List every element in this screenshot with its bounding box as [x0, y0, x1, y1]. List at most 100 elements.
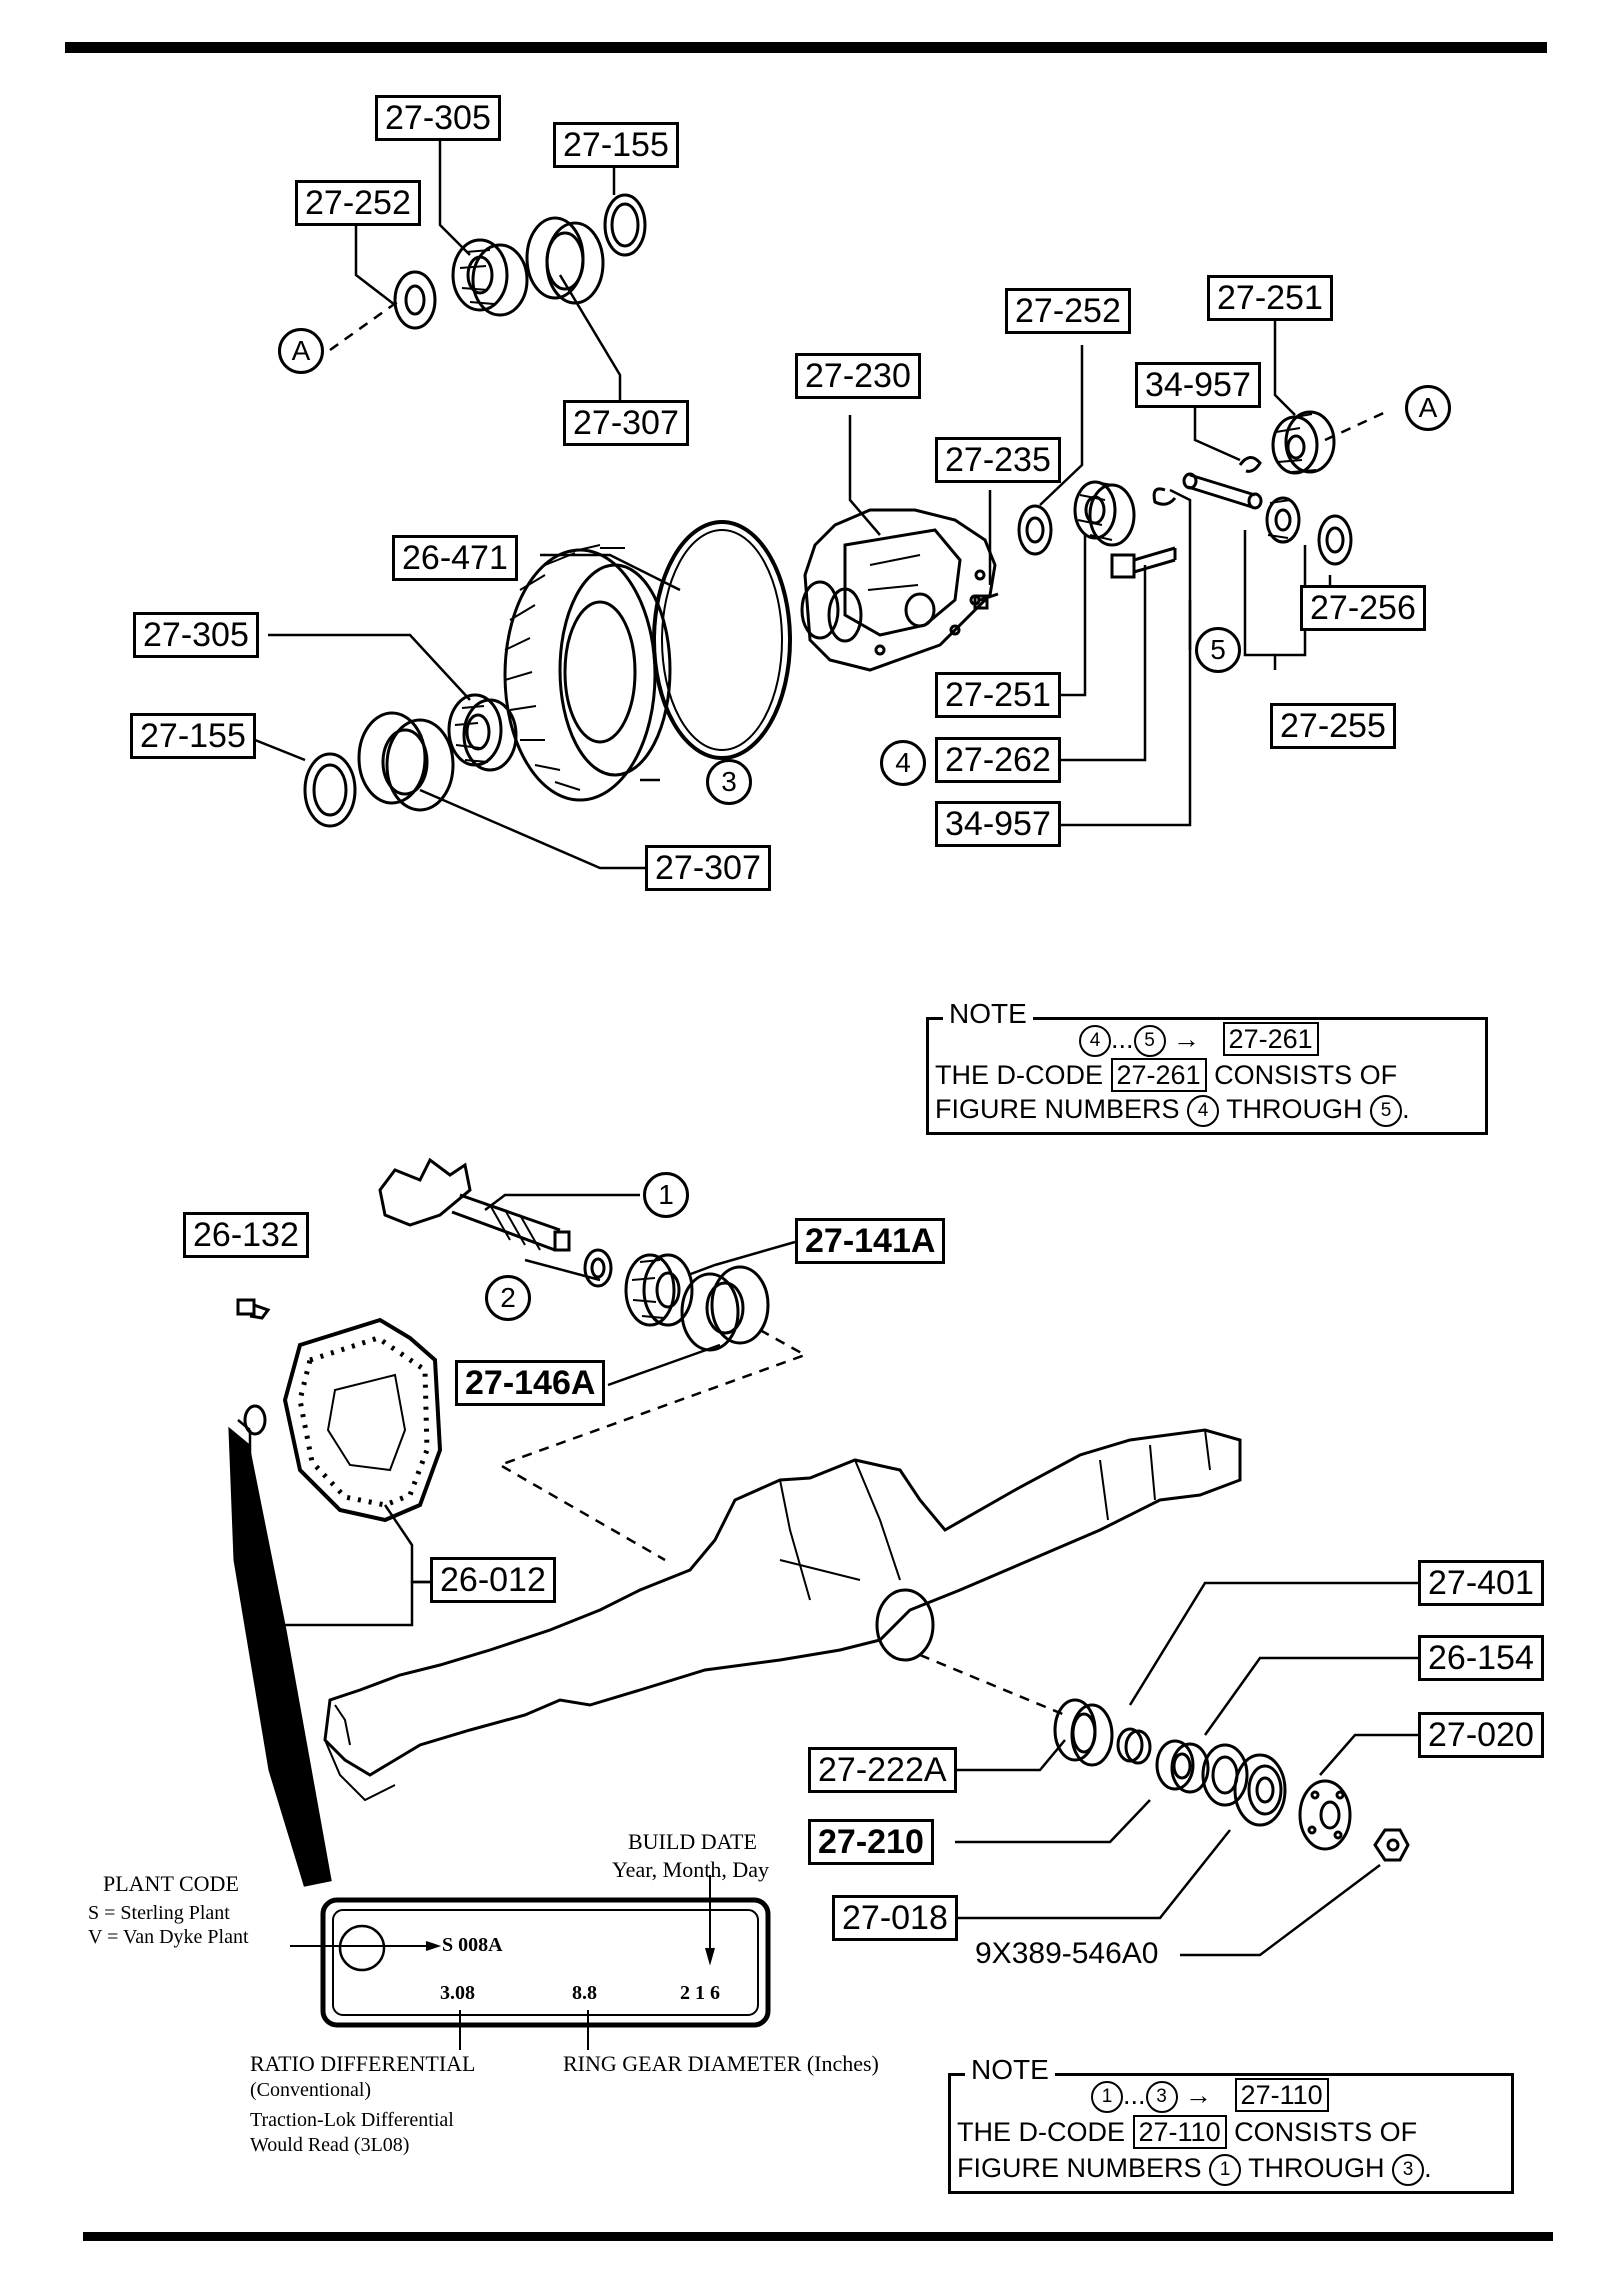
part-label-27-222a: 27-222A — [808, 1747, 957, 1793]
part-label-27-307-top: 27-307 — [563, 400, 689, 446]
upper-leader-lines — [254, 135, 1332, 870]
bearing-cup-27-307-bottom-drawing — [357, 711, 455, 812]
clip-34-957-bottom-drawing — [1152, 487, 1177, 506]
axle-id-tag-drawing — [320, 1897, 771, 2028]
bearing-cone-27-252-left-drawing — [393, 270, 437, 330]
bearing-27-141a-drawing — [624, 1253, 694, 1327]
part-label-27-210: 27-210 — [808, 1819, 934, 1865]
part-label-26-012: 26-012 — [430, 1557, 556, 1603]
plant-code-sterling: S = Sterling Plant — [88, 1902, 230, 1924]
plant-code-title: PLANT CODE — [103, 1871, 239, 1896]
thrust-washer-27-256-drawing — [1317, 514, 1353, 566]
reference-callout-a-right: A — [1405, 385, 1451, 431]
part-label-27-252-right: 27-252 — [1005, 288, 1131, 334]
note-figure-b: 5 — [1370, 1094, 1403, 1127]
note-figure-a: 4 — [1187, 1094, 1220, 1127]
note-legend: NOTE — [965, 2054, 1055, 2086]
bearing-27-305-top-drawing — [451, 238, 529, 317]
note-row-range: 1...3 → 27-110 — [1091, 2078, 1329, 2113]
note-period: . — [1424, 2153, 1432, 2183]
part-label-27-235: 27-235 — [935, 437, 1061, 483]
dashed-leader-a-left — [329, 298, 401, 352]
part-label-27-255: 27-255 — [1270, 703, 1396, 749]
bearing-27-210-drawing — [1155, 1739, 1210, 1794]
part-label-27-141a: 27-141A — [795, 1218, 946, 1264]
figure-callout-5: 5 — [1195, 627, 1241, 673]
shim-27-155-top-drawing — [603, 193, 647, 257]
bearing-cup-27-307-top-drawing — [525, 216, 605, 305]
part-label-27-401: 27-401 — [1418, 1560, 1544, 1606]
reference-callout-a-left: A — [278, 328, 324, 374]
part-label-27-018: 27-018 — [832, 1895, 958, 1941]
part-label-26-132: 26-132 — [183, 1212, 309, 1258]
fill-plug-drawing — [243, 1404, 267, 1436]
ring-gear-diameter-caption: RING GEAR DIAMETER (Inches) — [563, 2051, 879, 2076]
figure-callout-2: 2 — [485, 1275, 531, 1321]
side-gear-27-251-mid-drawing — [1073, 480, 1136, 547]
note-figure-end: 5 — [1133, 1024, 1166, 1057]
part-label-27-305-top: 27-305 — [375, 95, 501, 141]
bolt-27-235-drawing — [973, 592, 999, 610]
tag-pointer-lines — [290, 1875, 715, 2050]
flange-27-020-drawing — [1298, 1779, 1352, 1851]
differential-cover-26-012-drawing — [282, 1317, 443, 1523]
note-code: 27-110 — [1234, 2078, 1329, 2112]
traction-lok-line-2: Would Read (3L08) — [250, 2134, 410, 2156]
figure-callout-3: 3 — [706, 759, 752, 805]
build-date-format: Year, Month, Day — [612, 1857, 769, 1882]
note-figures-pre: FIGURE NUMBERS — [957, 2153, 1202, 2183]
build-date-title: BUILD DATE — [628, 1829, 757, 1854]
note-text-pre: THE D-CODE — [935, 1060, 1103, 1090]
note-row-range: 4...5 → 27-261 — [1079, 1022, 1319, 1057]
seal-27-018-drawing — [1233, 1753, 1287, 1827]
tag-strap-drawing — [228, 1426, 332, 1887]
part-label-9x389-546a0: 9X389-546A0 — [975, 1937, 1159, 1970]
part-label-27-256: 27-256 — [1300, 585, 1426, 631]
note-figures-pre: FIGURE NUMBERS — [935, 1094, 1180, 1124]
note-through: THROUGH — [1226, 1094, 1363, 1124]
part-label-27-155-mid: 27-155 — [130, 713, 256, 759]
part-label-27-020: 27-020 — [1418, 1712, 1544, 1758]
bearing-cup-27-146a-drawing — [680, 1265, 770, 1352]
thrust-washer-27-252-right-drawing — [1017, 504, 1053, 556]
washer-27-401-drawing — [1116, 1727, 1152, 1765]
plant-code-van-dyke: V = Van Dyke Plant — [88, 1926, 249, 1948]
pinion-shaft-drawing — [1182, 472, 1263, 510]
note-row-description: THE D-CODE 27-261 CONSISTS OF — [935, 1058, 1398, 1092]
note-code: 27-261 — [1222, 1022, 1319, 1056]
bearing-27-305-mid-drawing — [447, 693, 518, 772]
tag-date-value: 2 1 6 — [680, 1982, 720, 2004]
note-figure-end: 3 — [1145, 2080, 1178, 2113]
deflector-26-154-drawing — [1201, 1743, 1249, 1807]
note-text-post: CONSISTS OF — [1234, 2117, 1418, 2147]
part-label-27-262: 27-262 — [935, 737, 1061, 783]
part-label-27-251-right: 27-251 — [1207, 275, 1333, 321]
top-rule — [65, 42, 1547, 53]
bottom-rule — [83, 2232, 1553, 2241]
note-code-inline: 27-110 — [1132, 2115, 1227, 2149]
bolt-26-132-drawing — [236, 1298, 271, 1320]
ratio-differential-sub: (Conventional) — [250, 2079, 372, 2101]
differential-case-27-230-drawing — [800, 508, 997, 672]
note-arrow: → — [1173, 1024, 1201, 1054]
clip-34-957-top-drawing — [1238, 456, 1262, 473]
bearing-cup-27-222a-drawing — [1053, 1698, 1114, 1767]
shim-26-471-drawing — [652, 520, 792, 760]
figure-callout-1: 1 — [643, 1172, 689, 1218]
note-row-figures: FIGURE NUMBERS 1 THROUGH 3. — [957, 2153, 1432, 2186]
dashed-leaders-lower — [497, 1328, 1066, 1717]
note-dots: ... — [1123, 2080, 1146, 2110]
ring-gear-drawing — [503, 544, 672, 802]
note-dots: ... — [1111, 1024, 1134, 1054]
note-arrow: → — [1185, 2080, 1213, 2110]
tag-ratio-value: 3.08 — [440, 1982, 475, 2004]
traction-lok-line-1: Traction-Lok Differential — [250, 2109, 454, 2131]
note-row-description: THE D-CODE 27-110 CONSISTS OF — [957, 2115, 1418, 2149]
drive-pinion-drawing — [378, 1157, 571, 1252]
nut-9x389-drawing — [1373, 1828, 1410, 1862]
note-text-post: CONSISTS OF — [1214, 1060, 1398, 1090]
part-label-27-146a: 27-146A — [455, 1360, 606, 1406]
note-figure-start: 4 — [1079, 1024, 1111, 1057]
